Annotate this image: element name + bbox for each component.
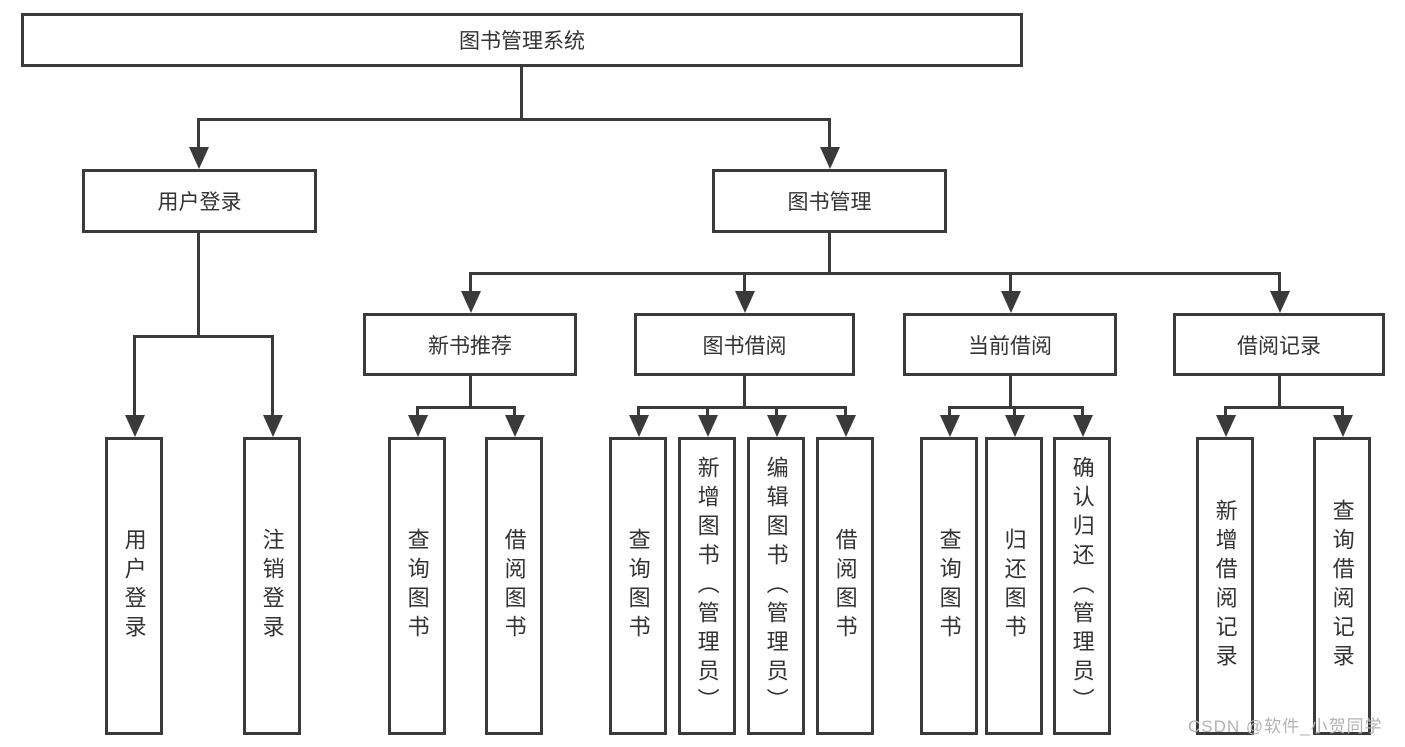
arrow-down-icon bbox=[504, 406, 525, 437]
connector-line bbox=[948, 406, 1084, 409]
arrow-down-icon bbox=[124, 335, 145, 437]
leaf-logout: 注销登录 bbox=[243, 437, 301, 735]
arrow-down-icon bbox=[835, 406, 856, 437]
node-user-login: 用户登录 bbox=[82, 169, 317, 233]
node-new-book-recommendation: 新书推荐 bbox=[363, 313, 577, 376]
leaf-label: 新增借阅记录 bbox=[1212, 499, 1238, 673]
leaf-label: 编辑图书（管理员） bbox=[763, 455, 789, 717]
leaf-borrow-book-2: 借阅图书 bbox=[816, 437, 874, 735]
node-label: 图书管理 bbox=[787, 191, 872, 214]
leaf-label: 查询图书 bbox=[625, 528, 651, 644]
leaf-borrow-book-1: 借阅图书 bbox=[485, 437, 543, 735]
arrow-down-icon bbox=[628, 406, 649, 437]
arrow-down-icon bbox=[1072, 406, 1093, 437]
leaf-query-book-1: 查询图书 bbox=[388, 437, 446, 735]
arrow-down-icon bbox=[407, 406, 428, 437]
leaf-query-borrow-record: 查询借阅记录 bbox=[1313, 437, 1371, 735]
arrow-down-icon bbox=[819, 118, 840, 169]
leaf-query-book-3: 查询图书 bbox=[920, 437, 978, 735]
node-label: 图书借阅 bbox=[702, 334, 787, 358]
leaf-user-login: 用户登录 bbox=[105, 437, 163, 735]
connector-line bbox=[1278, 376, 1281, 406]
node-library-management-system: 图书管理系统 bbox=[21, 13, 1023, 67]
csdn-watermark: CSDN @软件_小贺同学 bbox=[1188, 717, 1383, 736]
connector-line bbox=[197, 233, 200, 335]
connector-line bbox=[1009, 376, 1012, 406]
leaf-label: 注销登录 bbox=[259, 528, 285, 644]
leaf-add-book-admin: 新增图书（管理员） bbox=[678, 437, 736, 735]
connector-line bbox=[637, 406, 847, 409]
leaf-query-book-2: 查询图书 bbox=[609, 437, 667, 735]
arrow-down-icon bbox=[734, 272, 755, 313]
connector-line bbox=[197, 118, 831, 121]
node-label: 借阅记录 bbox=[1237, 334, 1321, 358]
arrow-down-icon bbox=[188, 118, 209, 169]
node-label: 图书管理系统 bbox=[459, 30, 585, 53]
leaf-label: 查询借阅记录 bbox=[1329, 499, 1355, 673]
leaf-label: 查询图书 bbox=[936, 528, 962, 644]
arrow-down-icon bbox=[1269, 272, 1290, 313]
leaf-label: 新增图书（管理员） bbox=[694, 455, 720, 717]
connector-line bbox=[743, 376, 746, 406]
leaf-label: 借阅图书 bbox=[501, 528, 527, 644]
node-borrowing-records: 借阅记录 bbox=[1173, 313, 1385, 376]
arrow-down-icon bbox=[460, 272, 481, 313]
connector-line bbox=[1224, 406, 1344, 409]
leaf-label: 确认归还（管理员） bbox=[1069, 455, 1095, 717]
leaf-return-book: 归还图书 bbox=[985, 437, 1043, 735]
connector-line bbox=[416, 406, 516, 409]
leaf-edit-book-admin: 编辑图书（管理员） bbox=[747, 437, 805, 735]
node-label: 当前借阅 bbox=[968, 334, 1052, 358]
node-book-borrowing: 图书借阅 bbox=[634, 313, 855, 376]
arrow-down-icon bbox=[1332, 406, 1353, 437]
connector-line bbox=[469, 376, 472, 406]
leaf-label: 借阅图书 bbox=[832, 528, 858, 644]
leaf-label: 查询图书 bbox=[404, 528, 430, 644]
node-label: 新书推荐 bbox=[428, 334, 512, 358]
arrow-down-icon bbox=[1004, 406, 1025, 437]
connector-line bbox=[828, 233, 831, 272]
leaf-label: 归还图书 bbox=[1001, 528, 1027, 644]
leaf-confirm-return-admin: 确认归还（管理员） bbox=[1053, 437, 1111, 735]
arrow-down-icon bbox=[262, 335, 283, 437]
node-current-borrowing: 当前借阅 bbox=[903, 313, 1117, 376]
arrow-down-icon bbox=[939, 406, 960, 437]
arrow-down-icon bbox=[697, 406, 718, 437]
connector-line bbox=[133, 335, 273, 338]
arrow-down-icon bbox=[1000, 272, 1021, 313]
arrow-down-icon bbox=[766, 406, 787, 437]
node-label: 用户登录 bbox=[157, 191, 242, 214]
connector-line bbox=[520, 67, 523, 118]
connector-line bbox=[469, 272, 1281, 275]
arrow-down-icon bbox=[1215, 406, 1236, 437]
leaf-label: 用户登录 bbox=[121, 528, 147, 644]
leaf-add-borrow-record: 新增借阅记录 bbox=[1196, 437, 1254, 735]
node-book-management: 图书管理 bbox=[712, 169, 947, 233]
